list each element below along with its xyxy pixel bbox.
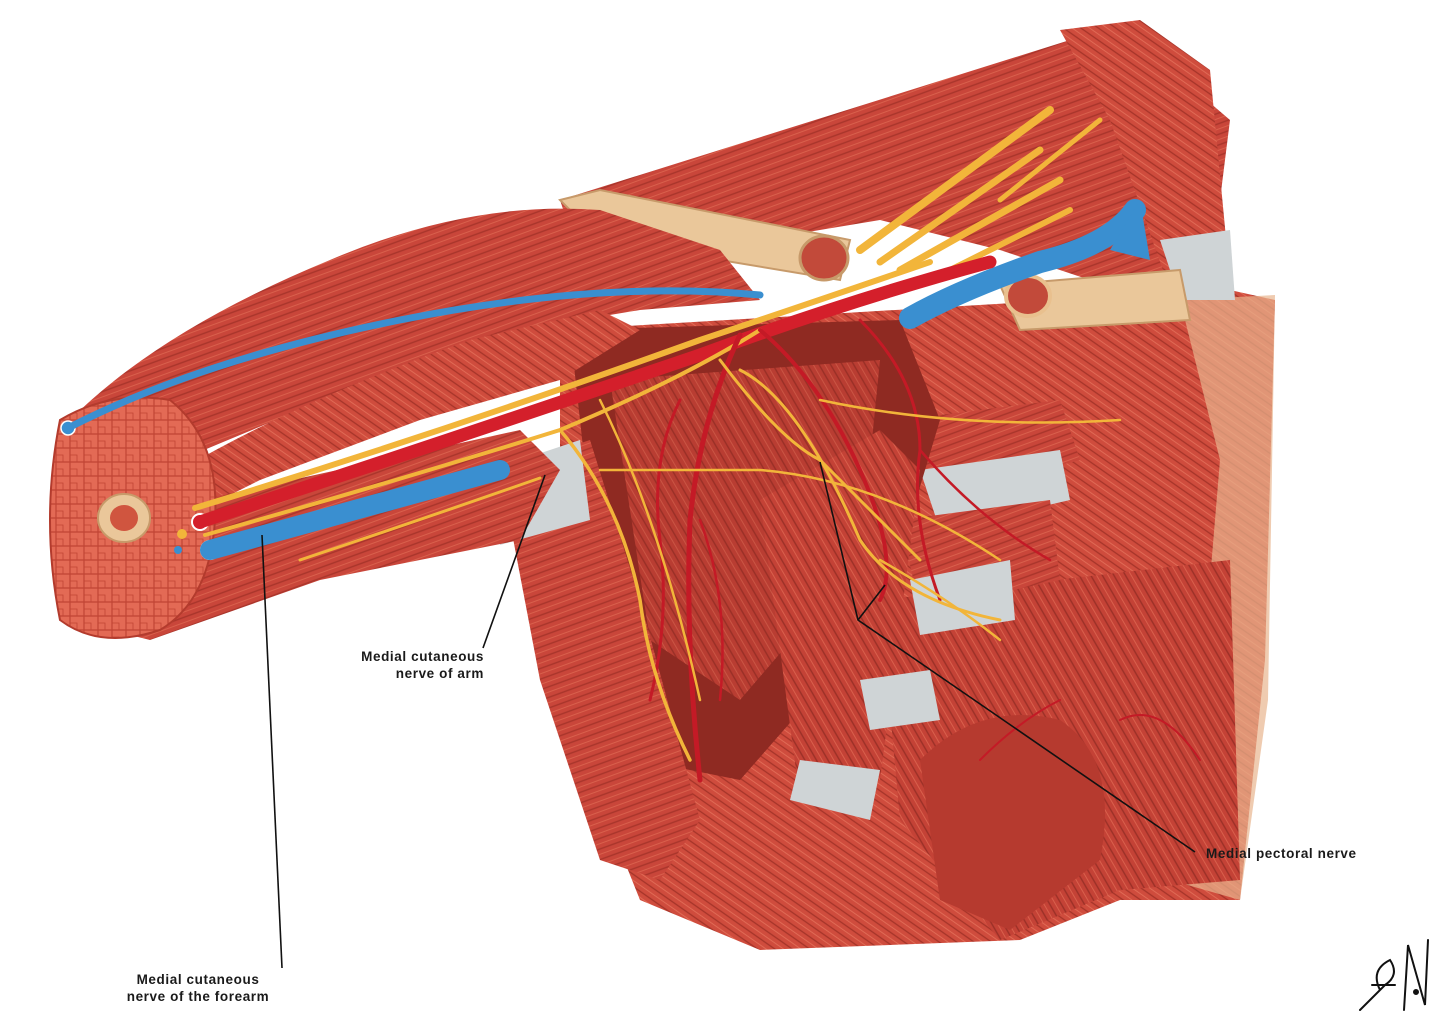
leader-lines bbox=[261, 461, 1196, 969]
neurovascular-bundle bbox=[192, 255, 997, 560]
serratus-anterior bbox=[900, 400, 1080, 635]
nerve-branches bbox=[298, 358, 1122, 762]
axillary-artery bbox=[193, 255, 997, 529]
clavicle bbox=[558, 188, 1192, 332]
label-medial-cutaneous-nerve-of-arm: Medial cutaneous nerve of arm bbox=[300, 648, 484, 682]
label-medial-cutaneous-forearm-line1: Medial cutaneous bbox=[136, 972, 260, 987]
basilic-vein bbox=[200, 460, 510, 560]
leader-medial-pectoral-branch bbox=[857, 584, 886, 621]
cephalic-vein bbox=[64, 287, 764, 432]
label-medial-cutaneous-nerve-of-forearm: Medial cutaneous nerve of the forearm bbox=[92, 971, 304, 1005]
label-medial-pectoral-text: Medial pectoral nerve bbox=[1206, 846, 1357, 861]
arterial-branches bbox=[648, 318, 1201, 783]
label-medial-cutaneous-forearm-line2: nerve of the forearm bbox=[126, 989, 270, 1004]
label-medial-pectoral-nerve: Medial pectoral nerve bbox=[1206, 845, 1357, 862]
median-nerve bbox=[192, 259, 933, 511]
subclavian-vein bbox=[899, 199, 1150, 329]
biceps-brachii bbox=[70, 208, 760, 510]
label-medial-cutaneous-arm-line2: nerve of arm bbox=[395, 666, 484, 681]
artist-signature bbox=[1359, 939, 1429, 1011]
leader-medial-cutaneous-forearm bbox=[261, 534, 283, 969]
leader-medial-cutaneous-arm bbox=[482, 474, 546, 649]
ulnar-nerve bbox=[203, 328, 762, 537]
label-medial-cutaneous-arm-line1: Medial cutaneous bbox=[361, 649, 484, 664]
